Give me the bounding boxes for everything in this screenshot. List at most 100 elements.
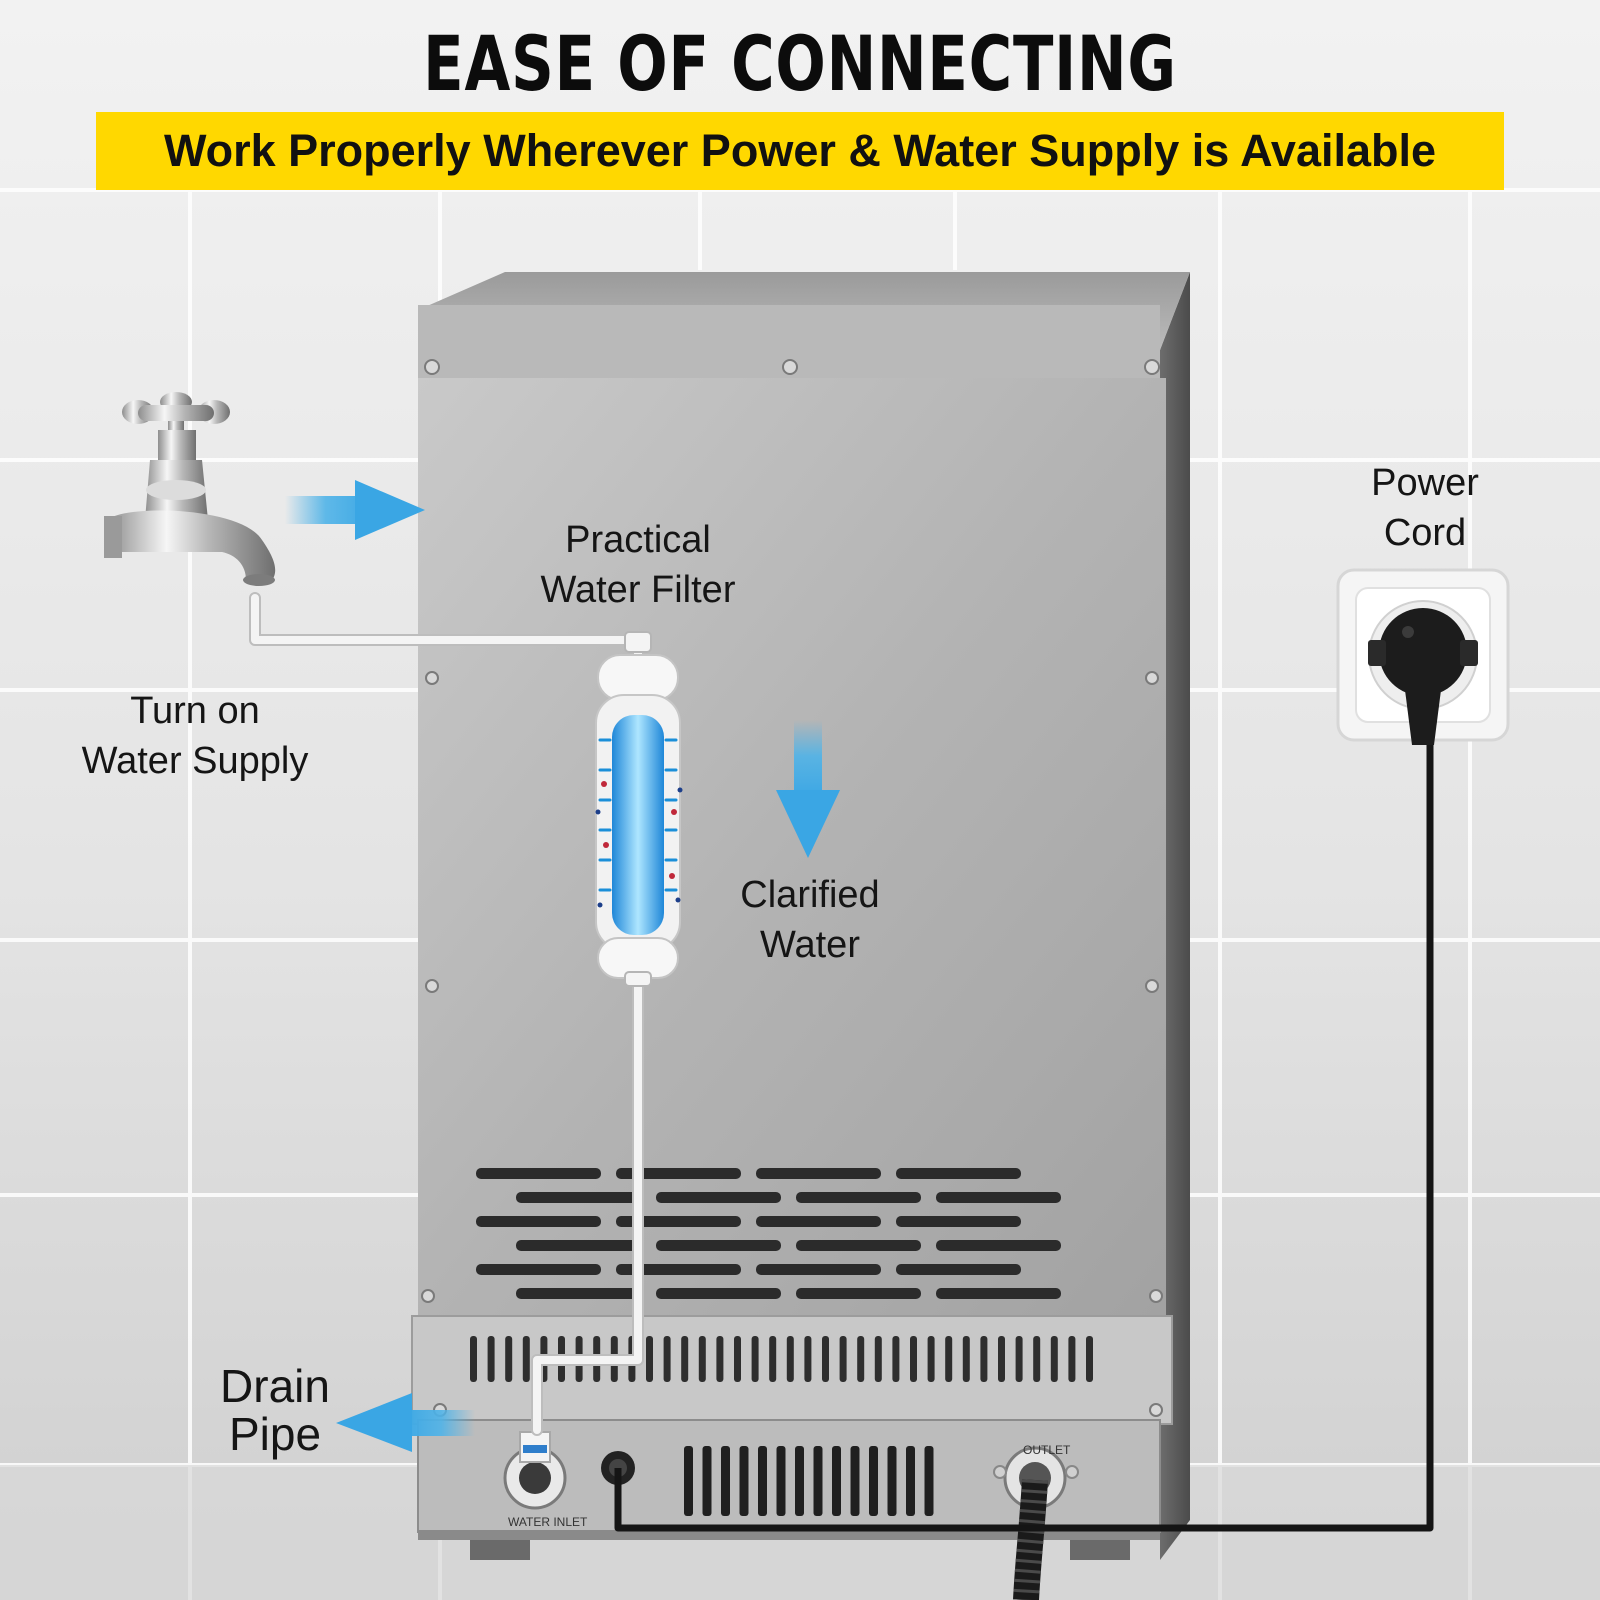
faucet-icon [104,392,276,586]
drain-outlet-fitting [993,1446,1079,1510]
louver-slot [857,1336,865,1382]
vent-slot [796,1240,921,1251]
louver-slot [681,1336,689,1382]
louver-slot [505,1336,513,1382]
vent-slot [516,1192,641,1203]
louver-slot [487,1336,495,1382]
clarified-label-line2: Water [760,924,860,966]
subtitle-text: Work Properly Wherever Power & Water Sup… [163,125,1437,176]
louver-slot [927,1336,935,1382]
louver-slot [646,1336,653,1382]
louver-slot [1086,1336,1093,1382]
page-title: EASE OF CONNECTING [423,19,1177,108]
clarified-water-label: Clarified Water [700,870,920,970]
vent-slot [476,1264,601,1275]
vent-slot [656,1192,781,1203]
vent-slot [616,1216,741,1227]
vent-slot [516,1240,641,1251]
vent-slot [756,1264,881,1275]
vent-slot [656,1240,781,1251]
louver-slot [1050,1336,1058,1382]
vent-slot [476,1168,601,1179]
screws [421,359,1163,1417]
louver-slot [839,1336,847,1382]
bottom-slot [702,1446,712,1516]
faucet-label-line1: Turn on [130,690,260,732]
vent-slot [796,1192,921,1203]
filter-label-line2: Water Filter [540,569,736,611]
arrow-right-icon [285,480,425,540]
bottom-slot [684,1446,693,1516]
bottom-slot [739,1446,749,1516]
louver-slot [980,1336,988,1382]
filter-label: Practical Water Filter [508,515,768,615]
bottom-slot [832,1446,841,1516]
vent-slot [896,1216,1021,1227]
louver-slot [698,1336,706,1382]
vent-slot [476,1216,601,1227]
vent-slot [896,1264,1021,1275]
faucet-label: Turn on Water Supply [55,686,335,786]
bottom-slot [887,1446,897,1516]
power-cord-label: Power Cord [1330,458,1520,558]
louver-slot [1068,1336,1076,1382]
plug-icon [1368,608,1478,745]
vent-slot [616,1168,741,1179]
louver-slot [804,1336,812,1382]
water-inlet-label: WATER INLET [508,1515,588,1529]
louver-slot [470,1336,477,1382]
drain-label-line1: Drain [220,1360,330,1412]
bottom-slot [813,1446,823,1516]
louver-slot [769,1336,777,1382]
louver-slot [874,1336,882,1382]
louver-slot [892,1336,900,1382]
faucet-label-line2: Water Supply [81,740,309,782]
bottom-slot [906,1446,915,1516]
clarified-label-line1: Clarified [740,874,880,916]
bottom-slot [758,1446,767,1516]
vent-slot [936,1288,1061,1299]
louver-slot [998,1336,1005,1382]
bottom-slot [721,1446,730,1516]
vent-slot [756,1216,881,1227]
arrow-down-icon [776,720,840,858]
louver-slot [1033,1336,1041,1382]
bottom-panel-slots [684,1446,934,1516]
water-inlet-fitting [503,1431,567,1510]
louver-slot [786,1336,794,1382]
vent-slot [516,1288,641,1299]
vent-slot [896,1168,1021,1179]
louver-slot [822,1336,829,1382]
bottom-slot [924,1446,934,1516]
louver-slot [1015,1336,1023,1382]
drain-pipe-label: Drain Pipe [190,1362,360,1458]
drain-label-line2: Pipe [228,1408,322,1460]
vent-slot [796,1288,921,1299]
water-filter-icon [595,631,683,987]
louver-slot [522,1336,530,1382]
bottom-slot [869,1446,878,1516]
arrow-left-icon [336,1393,475,1452]
bottom-slot [795,1446,804,1516]
louver-slot [751,1336,759,1382]
vent-slot [616,1264,741,1275]
vent-slot [656,1288,781,1299]
vent-slot [756,1168,881,1179]
filter-label-line1: Practical [565,519,711,561]
vent-slot [936,1192,1061,1203]
louver-slot [663,1336,671,1382]
vent-slot [936,1240,1061,1251]
louver-slot [734,1336,741,1382]
bottom-slot [850,1446,860,1516]
louver-slot [910,1336,917,1382]
louver-slot [962,1336,970,1382]
power-label-line2: Cord [1383,512,1467,554]
louver-slot [945,1336,953,1382]
power-cord [614,740,1434,1532]
power-label-line1: Power [1371,462,1479,504]
vent-grille [476,1168,1061,1299]
drain-hose [1013,1479,1048,1600]
outlet-label: OUTLET [1023,1443,1071,1457]
